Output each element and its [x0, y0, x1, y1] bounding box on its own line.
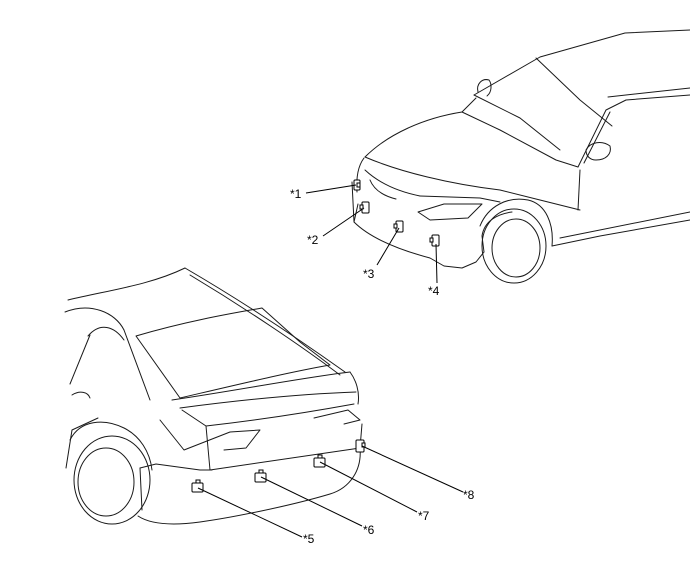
sensor-7 [313, 454, 326, 468]
leader-line-2 [322, 207, 365, 237]
front-car-illustration [351, 29, 690, 284]
rear-car-illustration [64, 267, 363, 525]
sensor-5 [191, 479, 204, 493]
leader-line-5 [197, 487, 303, 538]
leader-line-7 [319, 461, 418, 513]
leader-line-8 [361, 445, 464, 493]
callout-label-3: *3 [363, 267, 375, 281]
callout-label-6: *6 [363, 523, 375, 537]
leader-line-1 [305, 184, 357, 194]
sensor-2 [359, 201, 370, 214]
leader-line-3 [376, 227, 400, 266]
callout-label-5: *5 [303, 532, 315, 546]
callout-label-4: *4 [428, 284, 440, 298]
callout-label-1: *1 [290, 187, 302, 201]
leader-line-6 [260, 476, 363, 527]
leader-line-4 [435, 243, 438, 284]
callout-label-7: *7 [418, 509, 430, 523]
callout-label-2: *2 [307, 233, 319, 247]
sensor-8 [355, 439, 366, 453]
callout-label-8: *8 [463, 488, 475, 502]
sensor-3 [393, 220, 404, 233]
sensor-6 [254, 469, 267, 483]
sensor-4 [429, 234, 440, 247]
